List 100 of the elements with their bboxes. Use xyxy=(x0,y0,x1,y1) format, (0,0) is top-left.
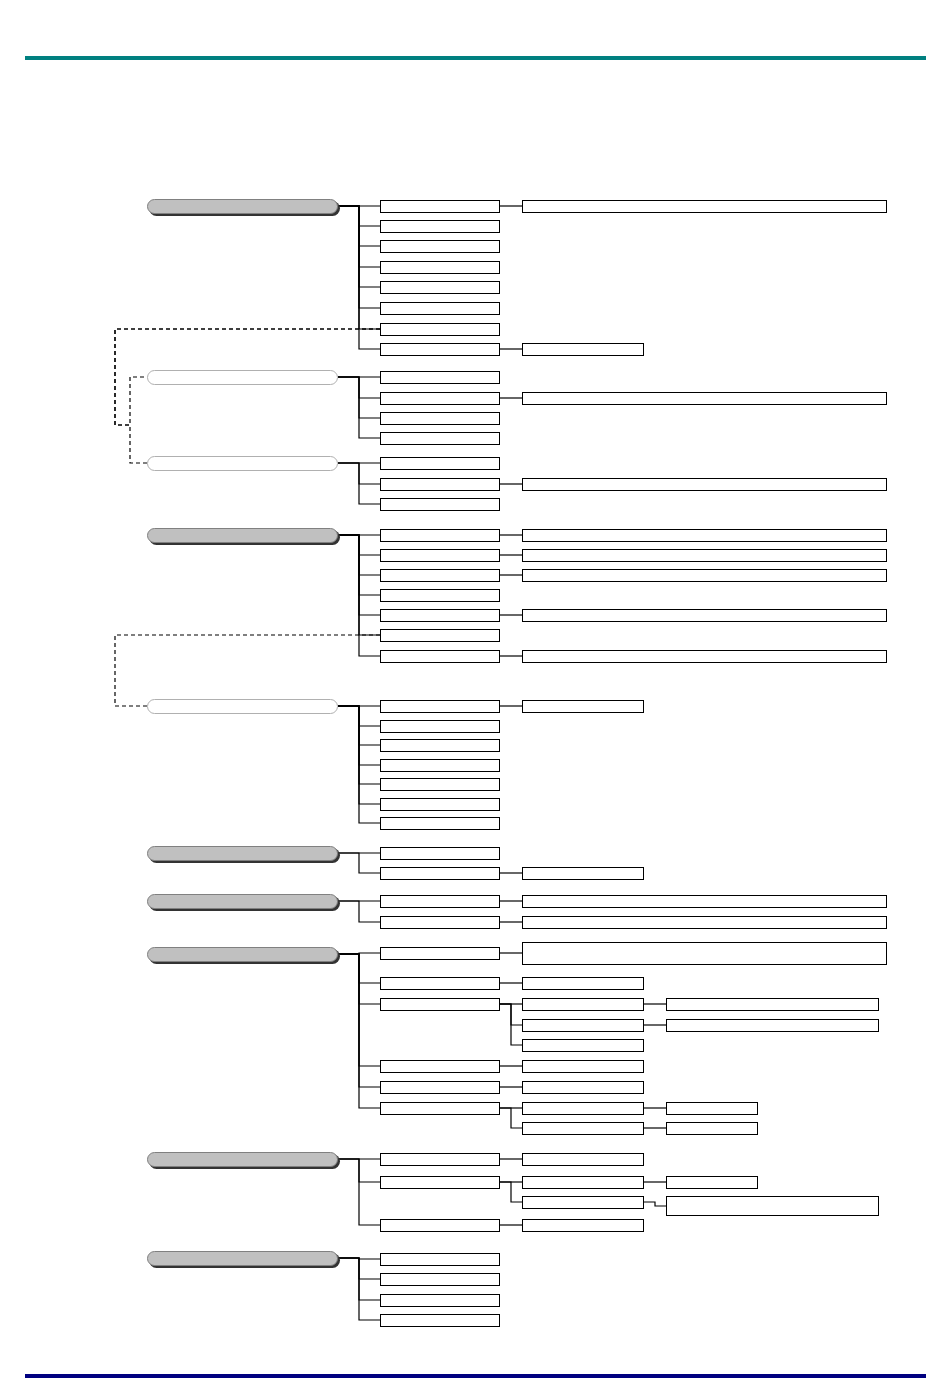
connector-line xyxy=(643,1127,667,1129)
connector-line xyxy=(499,1181,523,1203)
menu-pill xyxy=(147,698,338,714)
empty-box xyxy=(380,1218,500,1232)
empty-box xyxy=(666,1196,879,1216)
empty-box xyxy=(380,628,500,642)
empty-box xyxy=(522,548,887,562)
connector-line xyxy=(643,1003,667,1005)
connector-line xyxy=(499,872,523,874)
empty-box xyxy=(380,915,500,929)
connector-line xyxy=(499,1003,523,1046)
dashed-connector xyxy=(114,328,381,464)
empty-box xyxy=(380,322,500,336)
empty-box xyxy=(380,699,500,713)
empty-box xyxy=(522,941,887,965)
empty-box xyxy=(522,1038,644,1052)
empty-box xyxy=(522,915,887,929)
empty-box xyxy=(380,894,500,908)
menu-pill xyxy=(147,845,338,861)
connector-line xyxy=(499,1065,523,1067)
connector-line xyxy=(499,348,523,350)
empty-box xyxy=(380,431,500,445)
empty-box xyxy=(522,894,887,908)
empty-box xyxy=(522,1101,644,1115)
connector-line xyxy=(499,705,523,707)
empty-box xyxy=(380,199,500,213)
empty-box xyxy=(522,608,887,622)
empty-box xyxy=(380,1152,500,1166)
connector-line xyxy=(499,1086,523,1088)
connector-line xyxy=(337,705,381,824)
connector-line xyxy=(643,1181,667,1183)
connector-line xyxy=(499,982,523,984)
empty-box xyxy=(380,1313,500,1327)
menu-pill xyxy=(147,369,338,385)
connector-line xyxy=(499,952,523,954)
connector-line xyxy=(337,900,381,923)
empty-box xyxy=(522,976,644,990)
empty-box xyxy=(380,1293,500,1307)
empty-box xyxy=(522,866,644,880)
empty-box xyxy=(380,1059,500,1073)
empty-box xyxy=(380,946,500,960)
empty-box xyxy=(380,846,500,860)
empty-box xyxy=(380,816,500,830)
empty-box xyxy=(380,588,500,602)
empty-box xyxy=(380,568,500,582)
empty-box xyxy=(522,199,887,213)
connector-line xyxy=(337,852,381,874)
connector-line xyxy=(499,614,523,616)
empty-box xyxy=(380,239,500,253)
empty-box xyxy=(522,528,887,542)
menu-pill xyxy=(147,893,338,909)
empty-box xyxy=(380,797,500,811)
empty-box xyxy=(380,1080,500,1094)
empty-box xyxy=(522,649,887,663)
empty-box xyxy=(522,1121,644,1135)
connector-line xyxy=(499,397,523,399)
empty-box xyxy=(380,528,500,542)
connector-line xyxy=(499,655,523,657)
connector-line xyxy=(499,1158,523,1160)
empty-box xyxy=(666,1121,758,1135)
connector-line xyxy=(499,534,523,536)
empty-box xyxy=(380,866,500,880)
empty-box xyxy=(380,777,500,791)
empty-box xyxy=(522,1152,644,1166)
empty-box xyxy=(666,1175,758,1189)
empty-box xyxy=(522,1018,644,1032)
connector-line xyxy=(337,534,381,657)
connector-line xyxy=(499,1224,523,1226)
empty-box xyxy=(380,976,500,990)
empty-box xyxy=(666,997,879,1011)
empty-box xyxy=(380,456,500,470)
dashed-connector xyxy=(114,634,381,707)
empty-box xyxy=(380,280,500,294)
connector-line xyxy=(337,462,381,505)
connector-line xyxy=(337,1158,381,1226)
empty-box xyxy=(380,411,500,425)
connector-line xyxy=(643,1107,667,1109)
empty-box xyxy=(380,391,500,405)
empty-box xyxy=(380,260,500,274)
empty-box xyxy=(380,608,500,622)
empty-box xyxy=(522,1059,644,1073)
empty-box xyxy=(380,301,500,315)
empty-box xyxy=(522,342,644,356)
empty-box xyxy=(380,1272,500,1286)
connector-line xyxy=(499,921,523,923)
empty-box xyxy=(380,1252,500,1266)
connector-line xyxy=(643,1201,667,1207)
connector-line xyxy=(499,900,523,902)
empty-box xyxy=(380,1175,500,1189)
empty-box xyxy=(380,738,500,752)
connector-line xyxy=(499,483,523,485)
connector-line xyxy=(337,1257,381,1321)
empty-box xyxy=(380,1101,500,1115)
empty-box xyxy=(380,997,500,1011)
empty-box xyxy=(380,219,500,233)
connector-line xyxy=(499,1107,523,1129)
empty-box xyxy=(522,1218,644,1232)
empty-box xyxy=(522,568,887,582)
menu-pill xyxy=(147,198,338,214)
empty-box xyxy=(522,391,887,405)
